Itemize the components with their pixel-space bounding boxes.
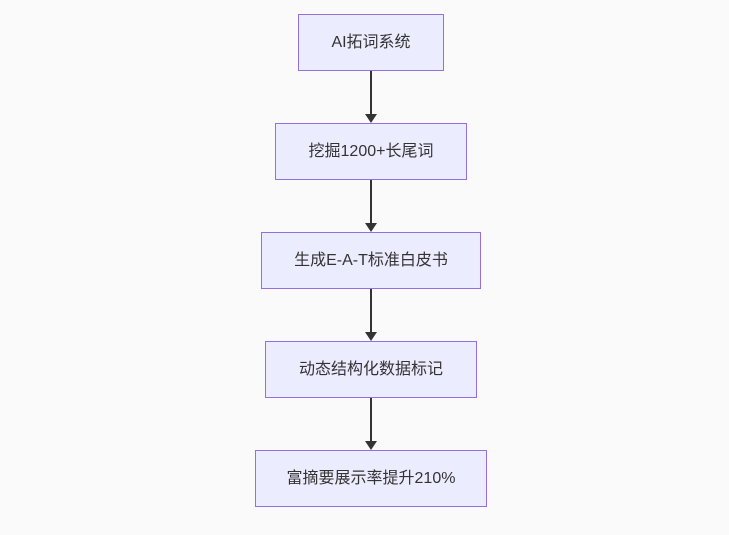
arrow-line [370,398,372,441]
flow-edge-2 [365,180,377,232]
arrow-down-icon [365,332,377,341]
flow-node-structured-data-markup: 动态结构化数据标记 [265,341,477,398]
arrow-down-icon [365,114,377,123]
arrow-line [370,71,372,114]
flow-node-ai-word-expansion: AI拓词系统 [298,14,444,71]
arrow-down-icon [365,223,377,232]
flow-node-rich-snippet-rate: 富摘要展示率提升210% [255,450,487,507]
flow-edge-3 [365,289,377,341]
arrow-line [370,289,372,332]
flow-edge-4 [365,398,377,450]
flow-edge-1 [365,71,377,123]
arrow-line [370,180,372,223]
flow-node-longtail-mining: 挖掘1200+长尾词 [275,123,467,180]
arrow-down-icon [365,441,377,450]
flow-node-eat-whitepaper: 生成E-A-T标准白皮书 [261,232,481,289]
